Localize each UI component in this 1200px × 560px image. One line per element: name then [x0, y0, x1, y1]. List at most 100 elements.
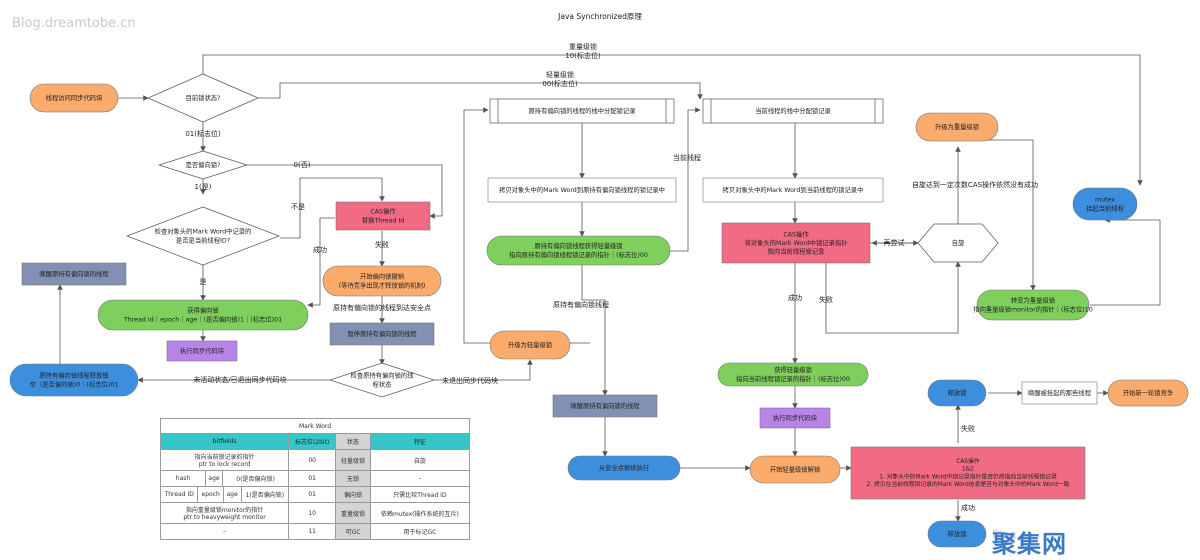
got-biased-node [97, 299, 309, 331]
cas-replace-node-text: CAS操作 [370, 207, 396, 216]
unlock-light-node-text: 开始轻量级锁解锁 [770, 465, 821, 474]
wake-owner-mid-node [552, 394, 658, 418]
decision-lock-state-text: 目前锁状态? [186, 93, 221, 102]
decision-owner-state-text: 检查原持有偏向锁的线 [351, 371, 415, 380]
cell-state: 轻量级锁 [335, 449, 371, 471]
alloc-cur-node [702, 98, 884, 124]
cell-bits: age [205, 470, 223, 487]
col-feature: 特征 [369, 433, 471, 450]
cell-state: 可GC [335, 523, 371, 540]
edge-label: 再尝试 [884, 238, 905, 247]
cell-bits: Thread ID [161, 487, 199, 502]
flow-arrow [434, 359, 533, 381]
mark-word-table: Mark Word bitfields 标志位(2bit) 状态 特征 指向当前… [159, 418, 471, 540]
decision-lock-state [147, 73, 259, 123]
cell-bits: age [223, 487, 242, 502]
flow-arrow [957, 130, 1036, 291]
edge-label: 失败 [819, 295, 833, 304]
cell-feature: 自旋 [369, 449, 471, 471]
to-heavy-node [976, 289, 1090, 321]
wake-owner-mid-node-text: 唤醒原持有偏向锁的线程 [570, 401, 640, 410]
cell-bits: 指向重量级锁monitor的指针 [185, 507, 264, 514]
start-node-text: 线程访问同步代码块 [46, 93, 103, 102]
release-biased-node-text: 空（是否偏向锁)0｜(标志位)01 [30, 379, 119, 388]
cell-feature: 依赖mutex(操作系统的互斥) [369, 502, 471, 524]
copy-cur-node [702, 177, 884, 203]
cas-release-node-text: 2. 拷贝在当前线程锁记录的Mark Word信息是否与对象头中的Mark Wo… [867, 480, 1070, 488]
site-logo: 聚集网 [992, 530, 1067, 558]
cell-flag: 00 [288, 449, 337, 471]
edge-label: 失败 [375, 240, 389, 249]
decision-owner-state-text: 程状态 [373, 379, 393, 388]
copy-owner-node [487, 177, 677, 203]
resume-safepoint-node-text: 从安全点继续执行 [599, 463, 650, 472]
cas-release-node-text: CAS操作 [956, 457, 979, 465]
revoke-start-node-text: (等待竞争出现才释放锁的机制) [339, 280, 426, 289]
table-row: Thread ID epoch age 1(是否偏向锁) 01 偏向锁 只需比较… [159, 486, 471, 503]
alloc-owner-node-text: 原持有偏向锁的线程的栈中分配锁记录 [528, 106, 635, 115]
edge-label: 0(否) [294, 161, 311, 169]
upgrade-light-node [489, 330, 571, 360]
edge-label: 失败 [961, 424, 975, 433]
cell-state: 偏向锁 [335, 486, 371, 503]
wake-owner-left-node-text: 唤醒原持有偏向锁的线程 [39, 269, 109, 278]
alloc-owner-node [489, 98, 675, 124]
owner-got-light-node-text: 指向原持有偏向锁线程锁记录的指针｜(标志位)00 [509, 250, 648, 259]
copy-cur-node-text: 拷贝对象头中的Mark Word到当前线程的锁记录中 [723, 185, 864, 194]
upgrade-light-node-text: 升级为轻量级锁 [508, 340, 553, 349]
cell-bits: epoch [197, 487, 224, 502]
cell-flag: 01 [288, 470, 337, 487]
mutex-node-text: 挂起当前线程 [1086, 203, 1124, 212]
cell-flag: 10 [288, 502, 337, 524]
start-node [29, 83, 119, 113]
edge-label: 10(标志位) [565, 51, 601, 60]
cell-feature: 用于标记GC [369, 523, 471, 540]
release-biased-node [9, 363, 139, 397]
revoke-start-node-text: 开始偏向锁撤销 [360, 272, 404, 281]
cell-bits: 0(是否偏向锁) [221, 470, 290, 487]
flow-arrow [1090, 217, 1161, 306]
cell-feature: – [369, 470, 471, 487]
decision-check-mark-text: 检查对象头的Mark Word中记录的 [155, 227, 252, 236]
decision-check-mark [126, 206, 280, 266]
cell-flag: 11 [288, 523, 337, 540]
wake-suspended-node [1021, 381, 1098, 405]
exec-sync-1-node [166, 340, 238, 362]
cell-bits: 指向当前锁记录的指针 [194, 454, 255, 461]
col-state: 状态 [335, 433, 371, 450]
got-biased-node-text: 获得偏向锁 [187, 306, 219, 315]
spin-node-text: 自旋 [952, 238, 965, 247]
release-biased-node-text: 原持有偏向锁线程释放锁 [39, 371, 109, 380]
unlock-light-node [749, 455, 841, 484]
cell-feature: 只需比较Thread ID [369, 486, 471, 503]
cell-state: 重量级锁 [335, 502, 371, 524]
to-heavy-node-text: 转变为重量级锁 [1011, 296, 1056, 305]
decision-owner-state [328, 362, 436, 398]
cell-bits: 1(是否偏向锁) [245, 492, 285, 499]
exec-sync-2-node [759, 407, 831, 429]
exec-sync-2-node-text: 执行同步代码块 [773, 413, 818, 422]
col-bitfields: bitfields [159, 433, 290, 450]
to-heavy-node-text: 指向重量级锁monitor的指针｜(标志位)10 [973, 304, 1092, 313]
table-row: – 11 可GC 用于标记GC [159, 523, 471, 540]
alloc-cur-node-text: 当前线程的栈中分配锁记录 [755, 106, 831, 115]
edge-label: 自旋达到一定次数CAS操作依然没有成功 [912, 180, 1038, 189]
owner-got-light-node [486, 235, 671, 266]
got-light-node-text: 指向当前线程锁记录的指针｜(标志位)00 [736, 374, 850, 383]
edge-label: 重量级锁 [569, 42, 597, 51]
edge-label: 成功 [788, 293, 802, 302]
wake-suspended-node-text: 唤醒被挂起的那些线程 [1028, 388, 1092, 397]
heavy-lock-arrow [202, 54, 1143, 186]
mark-word-caption: Mark Word [160, 418, 470, 434]
cas-point-node-text: CAS操作 [783, 229, 809, 238]
edge-label: 00(标志位) [542, 79, 578, 88]
spin-node [917, 223, 999, 263]
edge-label: 轻量级锁 [546, 70, 574, 79]
to-alloc-owner [463, 107, 590, 344]
cell-bits: ptr to lock record [198, 461, 251, 468]
watermark: Blog.dreamtobe.cn [12, 16, 136, 31]
revoke-start-node [322, 265, 442, 297]
